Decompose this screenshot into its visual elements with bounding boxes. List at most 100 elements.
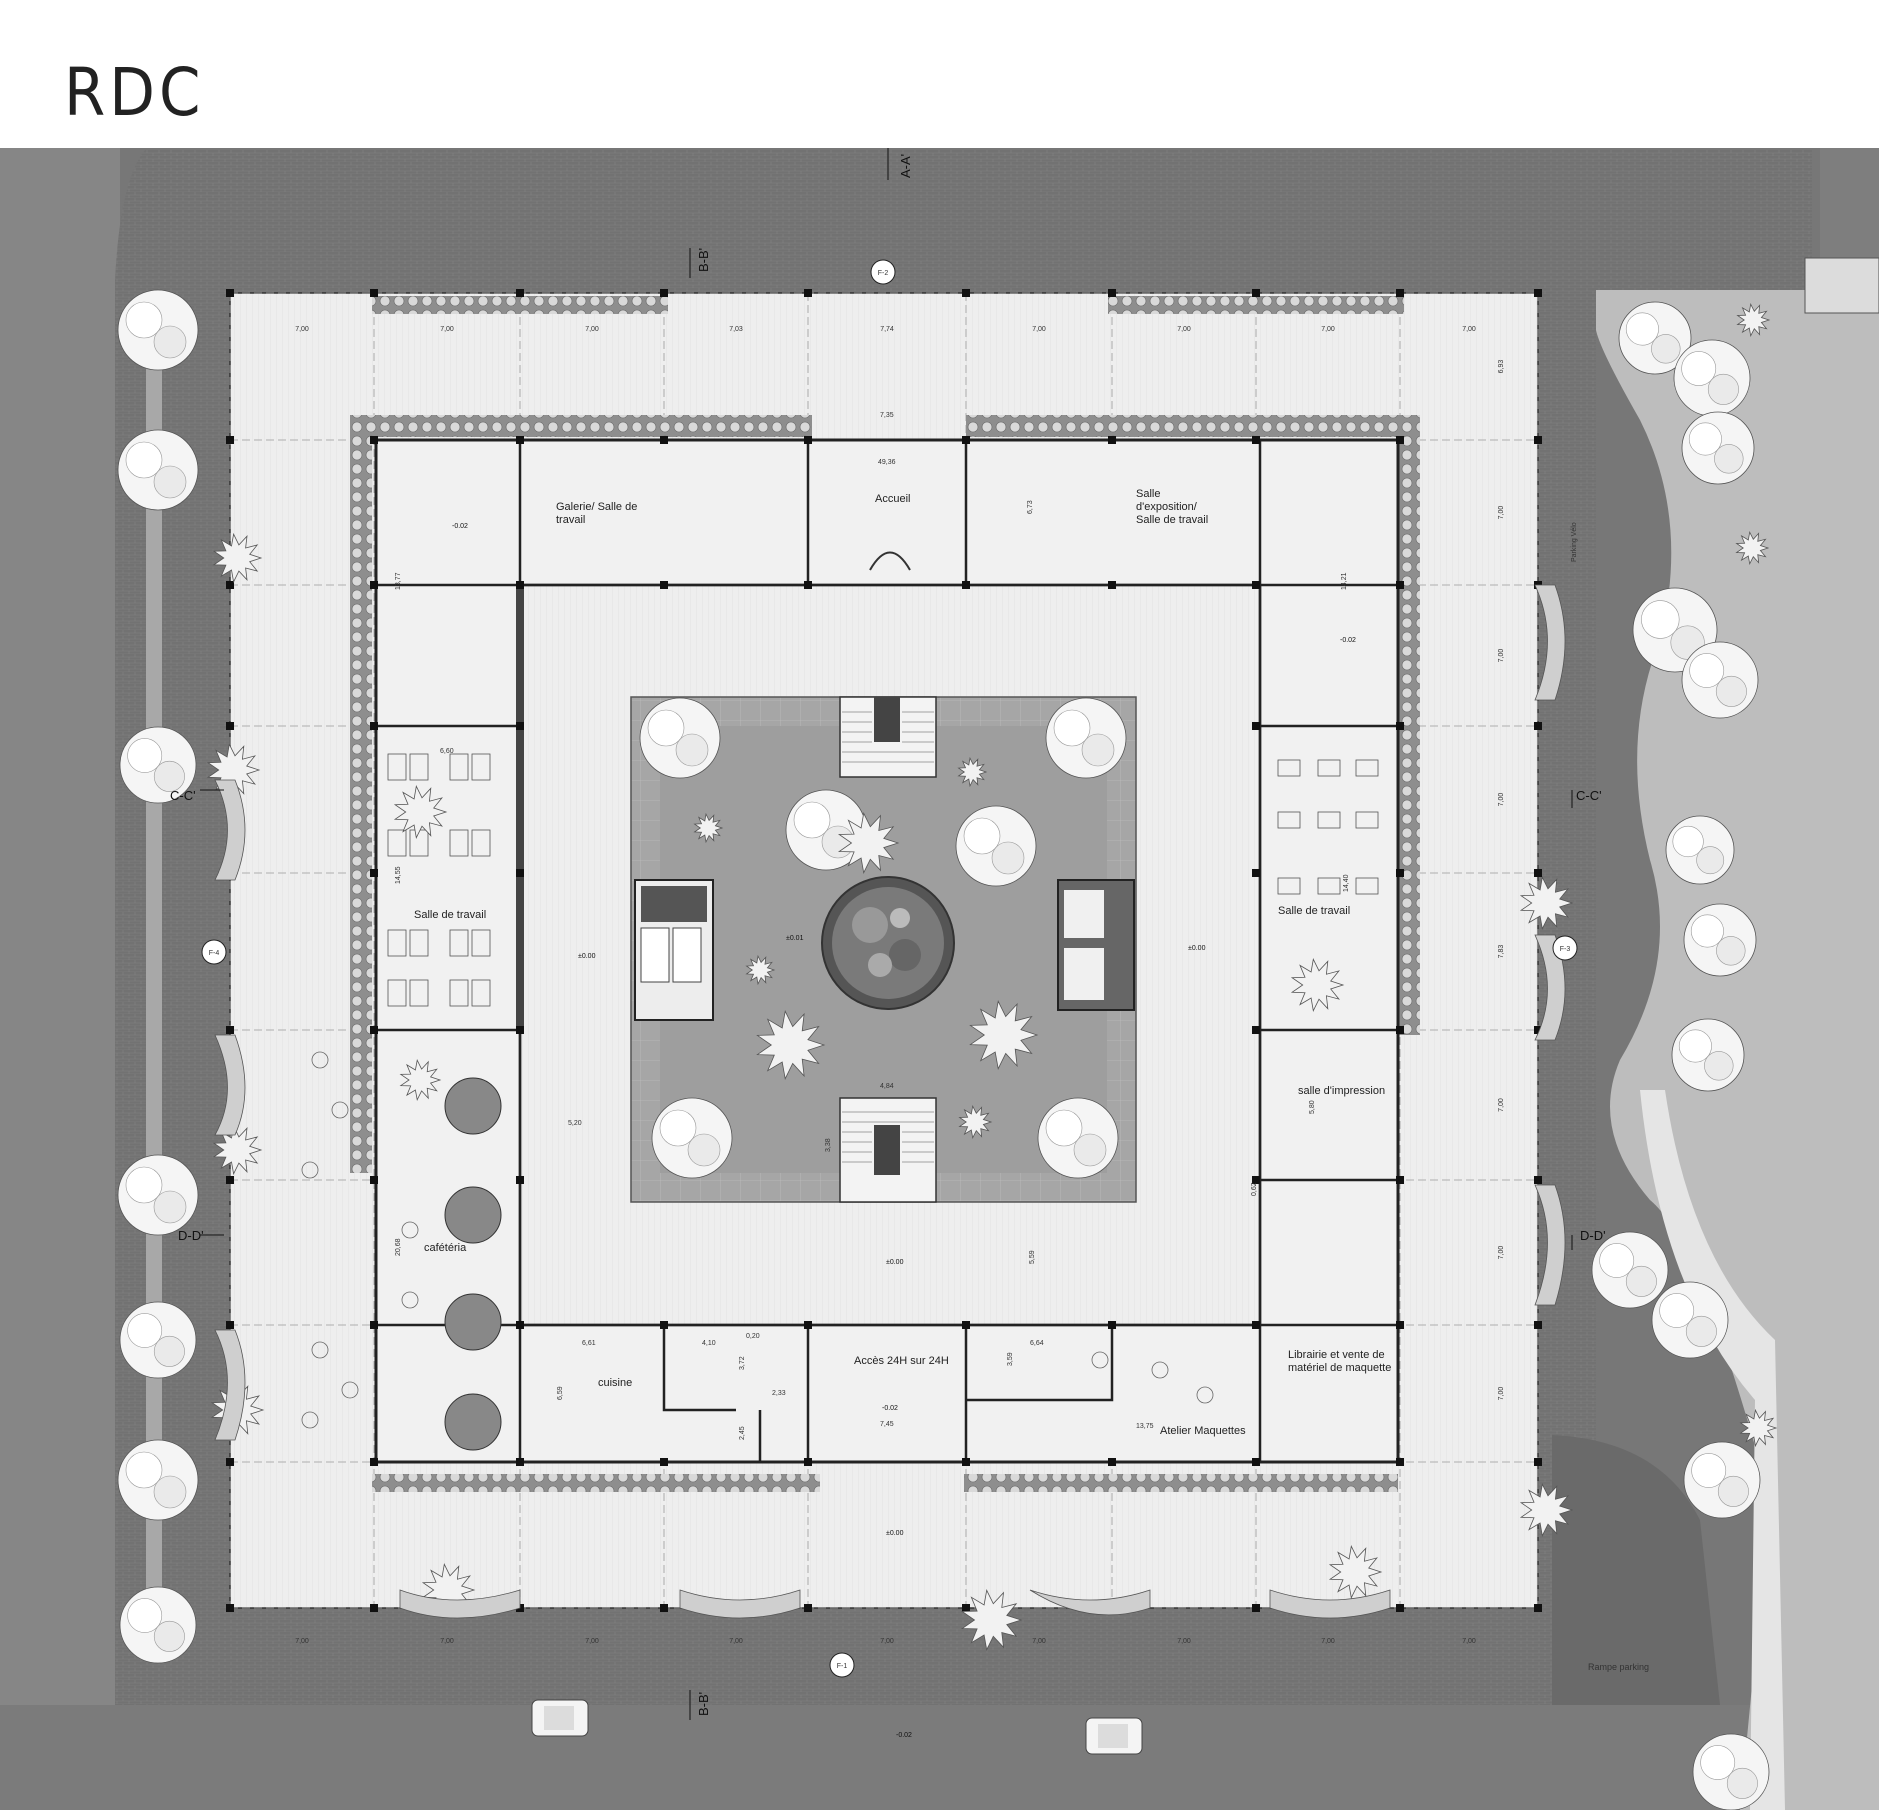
column	[516, 1026, 524, 1034]
dimension-label: 7,00	[1321, 1638, 1335, 1645]
dim-2-45: 2,45	[739, 1426, 746, 1440]
column	[1108, 436, 1116, 444]
facade-marker-f4: F-4	[201, 939, 227, 965]
column	[516, 1176, 524, 1184]
dim-5-20: 5,20	[568, 1120, 582, 1127]
dimension-label: 7,00	[1462, 1638, 1476, 1645]
column	[226, 1176, 234, 1184]
dimension-label: 7,00	[1498, 1246, 1505, 1260]
dim-6-64: 6,64	[1030, 1340, 1044, 1347]
west-walkway	[146, 330, 162, 1600]
column	[370, 869, 378, 877]
section-label-dd-left: D-D'	[178, 1228, 204, 1243]
room-label-salle-travail-east: Salle de travail	[1278, 905, 1350, 917]
hedge-strips	[350, 296, 1420, 1492]
section-label-bb-top: B-B'	[696, 248, 711, 272]
column	[1534, 1026, 1542, 1034]
tree	[119, 1301, 197, 1379]
tree	[1681, 411, 1755, 485]
room-label-accueil: Accueil	[875, 493, 910, 505]
room-label-impression: salle d'impression	[1298, 1085, 1385, 1097]
dim-2-33: 2,33	[772, 1390, 786, 1397]
column	[1252, 1604, 1260, 1612]
west-wall-strip	[516, 585, 524, 1030]
dimension-label: 7,00	[1032, 1638, 1046, 1645]
column	[1396, 1026, 1404, 1034]
column	[1534, 1321, 1542, 1329]
column	[1252, 722, 1260, 730]
dim-49-36: 49,36	[878, 459, 896, 466]
wc-block	[634, 879, 714, 1021]
dimension-label: 7,00	[295, 326, 309, 333]
tree	[1328, 1545, 1383, 1599]
benches	[214, 584, 1566, 1619]
column	[1252, 289, 1260, 297]
dim-0-62: 0,62	[1251, 1182, 1258, 1196]
tree	[117, 1154, 199, 1236]
room-label-cuisine: cuisine	[598, 1377, 632, 1389]
dimension-label: 7,00	[1032, 326, 1046, 333]
column	[660, 1458, 668, 1466]
column	[370, 289, 378, 297]
tree	[1692, 1733, 1770, 1810]
dimension-label: 7,00	[1498, 506, 1505, 520]
tree	[651, 1097, 733, 1179]
column	[962, 289, 970, 297]
column	[1252, 1026, 1260, 1034]
svg-text:F-1: F-1	[837, 1663, 848, 1670]
column	[1252, 1458, 1260, 1466]
tree	[957, 756, 988, 788]
dimension-label: 7,00	[1498, 793, 1505, 807]
level-acces: -0.02	[882, 1405, 898, 1412]
section-label-bb-bottom: B-B'	[696, 1692, 711, 1716]
column	[370, 1321, 378, 1329]
column	[1534, 869, 1542, 877]
column	[226, 1321, 234, 1329]
column	[516, 722, 524, 730]
tree	[1735, 530, 1770, 566]
tree	[393, 785, 448, 839]
tree	[1519, 1483, 1574, 1537]
section-markers	[200, 148, 1573, 1720]
parked-car	[1085, 1717, 1143, 1755]
tree	[745, 954, 776, 986]
level-nw: -0.02	[452, 523, 468, 530]
dim-6-60: 6,60	[440, 748, 454, 755]
column	[660, 581, 668, 589]
dim-6-73: 6,73	[1027, 500, 1034, 514]
dimension-label: 7,83	[1498, 945, 1505, 959]
central-fountain	[821, 876, 955, 1010]
column	[1396, 1176, 1404, 1184]
column	[1396, 1321, 1404, 1329]
column	[962, 581, 970, 589]
column	[1396, 581, 1404, 589]
room-label-acces: Accès 24H sur 24H	[854, 1355, 949, 1367]
plan-title: RDC	[64, 54, 205, 131]
dim-4-10: 4,10	[702, 1340, 716, 1347]
dimension-label: 7,00	[1498, 1387, 1505, 1401]
dim-14-21: 14,21	[1341, 572, 1348, 590]
level-s-outer: ±0.00	[886, 1530, 904, 1537]
column	[804, 1604, 812, 1612]
column	[370, 1604, 378, 1612]
tree	[693, 812, 724, 844]
dim-14-55: 14,55	[395, 866, 402, 884]
column	[516, 1321, 524, 1329]
column	[226, 722, 234, 730]
dimension-label: 7,00	[880, 1638, 894, 1645]
dimension-label: 7,03	[729, 326, 743, 333]
parking-ramp	[1552, 1435, 1720, 1705]
tree	[1736, 302, 1771, 338]
section-label-cc-left: C-C'	[170, 788, 196, 803]
dimension-label: 7,00	[295, 1638, 309, 1645]
room-label-salle-travail-west: Salle de travail	[414, 909, 486, 921]
dimension-label: 7,00	[1321, 326, 1335, 333]
tree	[1618, 301, 1692, 375]
column	[962, 436, 970, 444]
column	[226, 289, 234, 297]
dimension-label: 7,00	[1498, 649, 1505, 663]
column	[1108, 1321, 1116, 1329]
tree	[1673, 339, 1751, 417]
